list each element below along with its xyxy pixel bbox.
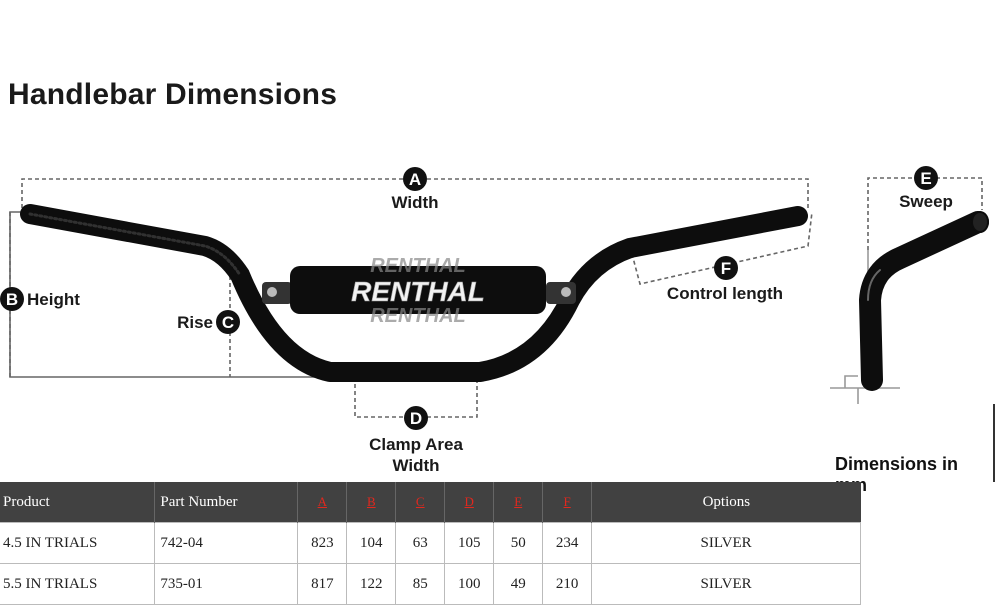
cell-f: 210	[542, 563, 593, 605]
cell-d: 100	[444, 563, 495, 605]
header-product: Product	[0, 482, 155, 523]
header-c[interactable]: C	[395, 482, 445, 523]
label-B: B Height	[0, 287, 80, 311]
cell-b: 104	[346, 522, 397, 564]
label-A: A Width	[391, 167, 439, 212]
handlebar-diagram: RENTHAL RENTHAL RENTHAL A Width B Height…	[0, 166, 989, 475]
header-b[interactable]: B	[346, 482, 396, 523]
cell-d: 105	[444, 522, 495, 564]
cell-c: 63	[395, 522, 446, 564]
specs-table: Product Part Number A B C D E F Options …	[0, 482, 861, 605]
pad-logo-bottom-ghost: RENTHAL	[370, 305, 466, 327]
control-length-dimension-line	[631, 211, 813, 285]
svg-text:E: E	[920, 169, 931, 188]
label-D-circle	[404, 406, 428, 430]
svg-text:D: D	[410, 409, 422, 428]
rise-label: Rise	[177, 313, 213, 332]
cell-e: 49	[493, 563, 544, 605]
label-C-circle	[216, 310, 240, 334]
cell-options: SILVER	[591, 522, 861, 564]
cell-b: 122	[346, 563, 397, 605]
table-header-row: Product Part Number A B C D E F Options	[0, 482, 861, 523]
clamp-area-label-line1: Clamp Area	[369, 435, 463, 454]
header-d[interactable]: D	[444, 482, 494, 523]
page-title: Handlebar Dimensions	[8, 78, 338, 111]
label-F-circle	[714, 256, 738, 280]
bar-clamps	[262, 282, 576, 304]
width-label: Width	[391, 193, 438, 212]
cell-a: 817	[297, 563, 348, 605]
table-row: 5.5 IN TRIALS 735-01 817 122 85 100 49 2…	[0, 563, 861, 605]
clamp-area-label-line2: Width	[392, 456, 439, 475]
header-a[interactable]: A	[297, 482, 347, 523]
label-E-circle	[914, 166, 938, 190]
header-e[interactable]: E	[493, 482, 543, 523]
cell-part-number: 742-04	[154, 522, 299, 564]
height-label: Height	[27, 290, 80, 309]
table-row: 4.5 IN TRIALS 742-04 823 104 63 105 50 2…	[0, 522, 861, 564]
svg-text:C: C	[222, 313, 234, 332]
header-f[interactable]: F	[542, 482, 592, 523]
crossbar-pad: RENTHAL RENTHAL RENTHAL	[290, 255, 546, 327]
label-A-circle	[403, 167, 427, 191]
pad-logo-top-ghost: RENTHAL	[370, 255, 466, 277]
control-length-label: Control length	[667, 284, 783, 303]
cell-a: 823	[297, 522, 348, 564]
cell-e: 50	[493, 522, 544, 564]
cell-c: 85	[395, 563, 446, 605]
label-C: C Rise	[177, 310, 240, 334]
handlebar-side-view	[859, 211, 989, 391]
svg-text:A: A	[409, 170, 421, 189]
cell-product: 5.5 IN TRIALS	[0, 563, 156, 605]
cell-options: SILVER	[591, 563, 861, 605]
header-options: Options	[591, 482, 861, 523]
label-B-circle	[0, 287, 24, 311]
cell-f: 234	[542, 522, 593, 564]
sweep-label: Sweep	[899, 192, 953, 211]
label-F: F Control length	[667, 256, 783, 303]
renthal-logo: RENTHAL	[351, 276, 485, 307]
separator-line	[993, 404, 995, 482]
label-D: D Clamp Area Width	[369, 406, 463, 475]
svg-text:F: F	[721, 259, 731, 278]
cell-product: 4.5 IN TRIALS	[0, 522, 156, 564]
cell-part-number: 735-01	[154, 563, 299, 605]
handlebar-front-view	[20, 204, 808, 382]
svg-text:B: B	[6, 290, 18, 309]
label-E: E Sweep	[899, 166, 953, 211]
header-part-number: Part Number	[154, 482, 298, 523]
